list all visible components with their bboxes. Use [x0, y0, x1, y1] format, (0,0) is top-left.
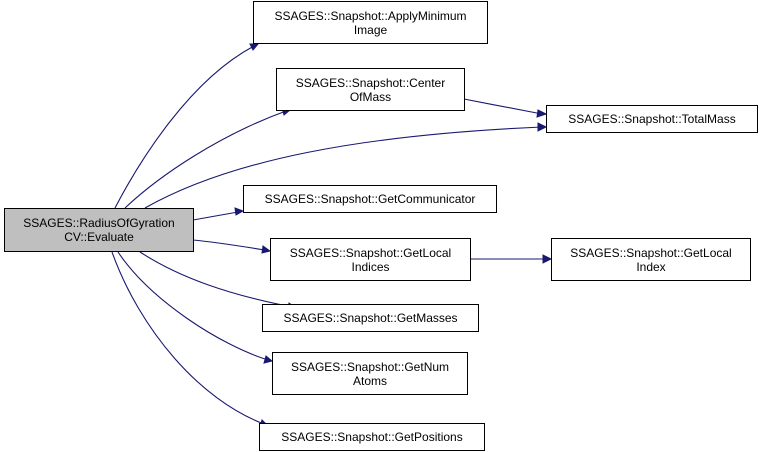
node-label-line1: SSAGES::Snapshot::GetMasses — [283, 311, 458, 325]
edge-arrowhead — [261, 245, 272, 254]
node-get-communicator[interactable]: SSAGES::Snapshot::GetCommunicator — [243, 185, 497, 213]
node-center-of-mass[interactable]: SSAGES::Snapshot::Center OfMass — [276, 68, 465, 111]
edge-evaluate-to-get-num-atoms — [117, 251, 269, 361]
node-radius-of-gyration-cv-evaluate: SSAGES::RadiusOfGyration CV::Evaluate — [4, 208, 194, 252]
node-get-local-indices[interactable]: SSAGES::Snapshot::GetLocal Indices — [270, 238, 471, 281]
edge-arrowhead — [249, 43, 260, 51]
node-label-line2: Image — [353, 22, 388, 37]
node-label-line1: SSAGES::RadiusOfGyration — [23, 216, 175, 230]
edge-evaluate-to-apply-minimum-image — [114, 45, 255, 209]
edge-evaluate-to-total-mass — [144, 126, 543, 209]
node-label-line1: SSAGES::Snapshot::GetLocal — [289, 245, 452, 260]
edge-evaluate-to-center-of-mass — [124, 110, 287, 209]
edge-evaluate-to-get-masses — [139, 251, 293, 308]
node-label-line1: SSAGES::Snapshot::GetNum — [290, 359, 450, 374]
node-get-positions[interactable]: SSAGES::Snapshot::GetPositions — [259, 423, 485, 451]
node-label-line1: SSAGES::Snapshot::GetPositions — [281, 430, 463, 444]
node-get-local-index[interactable]: SSAGES::Snapshot::GetLocal Index — [551, 238, 751, 281]
edge-evaluate-to-get-local-indices — [192, 239, 266, 251]
edge-arrowhead — [537, 122, 548, 132]
edge-evaluate-to-get-positions — [111, 251, 265, 425]
node-label-line1: SSAGES::Snapshot::GetLocal — [570, 245, 732, 260]
node-get-masses[interactable]: SSAGES::Snapshot::GetMasses — [262, 304, 479, 332]
node-label-line2: Atoms — [352, 373, 387, 388]
node-label-line1: SSAGES::Snapshot::Center — [295, 75, 446, 90]
node-label-line1: SSAGES::Snapshot::ApplyMinimum — [274, 8, 467, 23]
node-label-line1: SSAGES::Snapshot::GetCommunicator — [264, 192, 476, 206]
node-label-line2: OfMass — [349, 89, 392, 104]
node-apply-minimum-image[interactable]: SSAGES::Snapshot::ApplyMinimum Image — [253, 1, 488, 44]
edge-arrowhead — [536, 109, 548, 118]
node-label-line1: SSAGES::Snapshot::TotalMass — [568, 112, 736, 126]
node-total-mass[interactable]: SSAGES::Snapshot::TotalMass — [546, 105, 758, 133]
edge-center-of-mass-to-total-mass — [463, 98, 543, 115]
node-get-num-atoms[interactable]: SSAGES::Snapshot::GetNum Atoms — [272, 352, 468, 395]
edge-evaluate-to-get-communicator — [192, 211, 239, 221]
node-label-line2: CV::Evaluate — [64, 230, 134, 244]
node-label-line2: Indices — [351, 259, 390, 274]
edge-arrowhead — [542, 254, 553, 264]
node-label-line2: Index — [636, 259, 666, 274]
edge-arrowhead — [263, 355, 274, 364]
edge-arrowhead — [234, 207, 245, 216]
